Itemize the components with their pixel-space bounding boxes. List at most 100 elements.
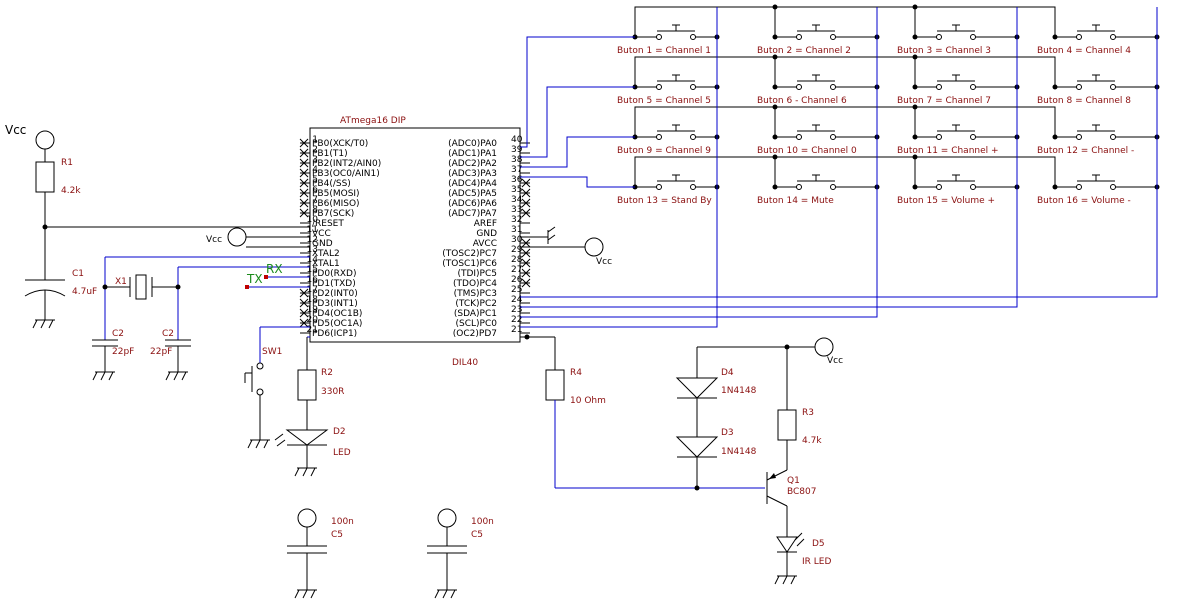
chip-left-pin-number: 17 bbox=[307, 285, 318, 295]
chip-right-pin-number: 26 bbox=[511, 275, 523, 285]
matrix-button: Buton 5 = Channel 5 bbox=[617, 74, 720, 106]
ir-transmitter: R4 10 Ohm Vcc D4 1N4148 D3 1N4148 R3 4.7… bbox=[520, 334, 843, 585]
chip-left-pin-number: 1 bbox=[312, 135, 318, 145]
chip-left-pin-number: 12 bbox=[307, 235, 318, 245]
nc-marker bbox=[521, 268, 531, 278]
r1-name: R1 bbox=[61, 158, 73, 168]
r2-name: R2 bbox=[321, 368, 333, 378]
chip-right-pin-number: 40 bbox=[511, 135, 523, 145]
chip-left-pin-label: PB0(XCK/T0) bbox=[312, 139, 368, 149]
matrix-button: Buton 9 = Channel 9 bbox=[617, 124, 720, 156]
ground-symbol bbox=[32, 319, 55, 329]
decoupling-caps: 100n C5 100n C5 bbox=[287, 508, 494, 599]
chip-right-pin-number: 34 bbox=[511, 195, 523, 205]
switch-sw1: SW1 bbox=[244, 326, 310, 449]
button-label: Buton 3 = Channel 3 bbox=[897, 46, 991, 56]
x1-name: X1 bbox=[115, 277, 127, 287]
button-label: Buton 16 = Volume - bbox=[1037, 196, 1131, 206]
r4-value: 10 Ohm bbox=[570, 396, 606, 406]
chip-left-pin-label: PB7(SCK) bbox=[312, 209, 354, 219]
chip-right-pin-number: 22 bbox=[511, 315, 522, 325]
row-wires bbox=[520, 36, 635, 188]
nc-marker bbox=[299, 288, 309, 298]
vcc-label-2: Vcc bbox=[206, 235, 222, 245]
chip-left-pin-number: 7 bbox=[312, 195, 318, 205]
matrix-button: Buton 8 = Channel 8 bbox=[1037, 74, 1160, 106]
chip-right-pin-label: (ADC3)PA3 bbox=[448, 169, 497, 179]
chip-right-pin-label: (TDO)PC4 bbox=[453, 279, 497, 289]
chip-left-pin-label: PD0(RXD) bbox=[312, 269, 356, 279]
chip-left-pins: 1PB0(XCK/T0)2PB1(T1)3PB2(INT2/AIN0)4PB3(… bbox=[299, 135, 381, 339]
r3-name: R3 bbox=[802, 408, 814, 418]
button-label: Buton 14 = Mute bbox=[757, 196, 834, 206]
chip-right-pin-number: 38 bbox=[511, 155, 523, 165]
vcc-label-4: Vcc bbox=[827, 356, 843, 366]
c1-name: C1 bbox=[72, 269, 84, 279]
chip-right-pin-number: 36 bbox=[511, 175, 523, 185]
chip-right-pin-number: 27 bbox=[511, 265, 522, 275]
chip-left-pin-label: XTAL2 bbox=[312, 249, 340, 259]
r1-value: 4.2k bbox=[61, 186, 81, 196]
resistor-r3 bbox=[777, 409, 797, 441]
matrix-button: Buton 13 = Stand By bbox=[617, 174, 720, 206]
chip-left-pin-label: GND bbox=[312, 239, 333, 249]
chip-package: DIL40 bbox=[452, 358, 478, 368]
chip-right-pin-number: 21 bbox=[511, 325, 522, 335]
chip-body bbox=[309, 127, 521, 343]
chip-right-pin-label: (ADC7)PA7 bbox=[448, 209, 497, 219]
nc-marker bbox=[299, 158, 309, 168]
chip-left-pin-number: 6 bbox=[312, 185, 318, 195]
c2b-value: 22pF bbox=[150, 347, 172, 357]
button-label: Buton 9 = Channel 9 bbox=[617, 146, 711, 156]
chip-right-pin-number: 29 bbox=[511, 245, 523, 255]
nc-marker bbox=[299, 168, 309, 178]
q1-name: Q1 bbox=[787, 476, 800, 486]
crystal-x1 bbox=[135, 274, 147, 300]
vcc-label-3: Vcc bbox=[596, 257, 612, 267]
chip-left-pin-number: 19 bbox=[307, 305, 319, 315]
chip-right-pin-number: 33 bbox=[511, 205, 522, 215]
chip-left-pin-number: 2 bbox=[312, 145, 318, 155]
chip-left-pin-number: 13 bbox=[307, 245, 318, 255]
led-d2 bbox=[285, 429, 329, 446]
chip-right-pin-label: AVCC bbox=[473, 239, 497, 249]
chip-right-pin-label: (ADC1)PA1 bbox=[448, 149, 497, 159]
nc-marker bbox=[521, 208, 531, 218]
chip-right-pin-number: 28 bbox=[511, 255, 523, 265]
chip-right-pin-label: (TOSC2)PC7 bbox=[442, 249, 497, 259]
nc-marker bbox=[521, 248, 531, 258]
tx-label: TX bbox=[246, 272, 263, 286]
d4-value: 1N4148 bbox=[721, 386, 757, 396]
chip-left-pin-number: 4 bbox=[312, 165, 318, 175]
sw1-name: SW1 bbox=[262, 347, 282, 357]
c5a-name: C5 bbox=[331, 530, 343, 540]
chip-right-pin-label: (ADC5)PA5 bbox=[448, 189, 497, 199]
chip-right-pin-label: (OC2)PD7 bbox=[453, 329, 497, 339]
chip-right-pin-number: 23 bbox=[511, 305, 522, 315]
d5-name: D5 bbox=[812, 539, 825, 549]
nc-marker bbox=[299, 178, 309, 188]
button-label: Buton 15 = Volume + bbox=[897, 196, 995, 206]
nc-marker bbox=[299, 188, 309, 198]
matrix-button: Buton 4 = Channel 4 bbox=[1037, 24, 1160, 56]
button-label: Buton 4 = Channel 4 bbox=[1037, 46, 1131, 56]
chip-left-pin-label: PD3(INT1) bbox=[312, 299, 358, 309]
button-label: Buton 2 = Channel 2 bbox=[757, 46, 851, 56]
chip-right-pin-label: (ADC2)PA2 bbox=[448, 159, 497, 169]
nc-marker bbox=[521, 238, 531, 248]
chip-left-pin-number: 15 bbox=[307, 265, 318, 275]
d2-name: D2 bbox=[333, 427, 346, 437]
button-label: Buton 5 = Channel 5 bbox=[617, 96, 711, 106]
chip-right-pin-number: 31 bbox=[511, 225, 522, 235]
chip-left-pin-number: 10 bbox=[307, 215, 319, 225]
nc-marker bbox=[299, 138, 309, 148]
chip-left-pin-number: 16 bbox=[307, 275, 319, 285]
chip-left-pin-label: PB1(T1) bbox=[312, 149, 348, 159]
chip-right-pin-number: 30 bbox=[511, 235, 523, 245]
button-label: Buton 7 = Channel 7 bbox=[897, 96, 991, 106]
resistor-r1 bbox=[35, 161, 55, 193]
c2a-value: 22pF bbox=[112, 347, 134, 357]
nc-marker bbox=[521, 188, 531, 198]
ir-led-d5 bbox=[776, 536, 798, 553]
